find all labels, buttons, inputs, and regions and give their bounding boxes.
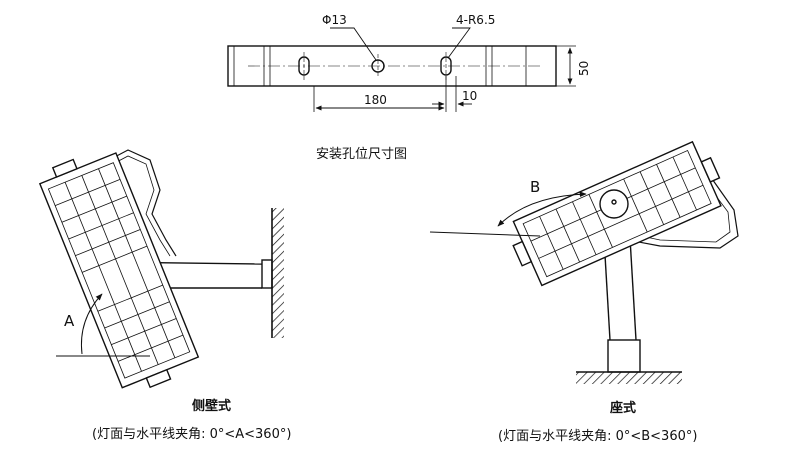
seat-mount-drawing <box>429 140 739 384</box>
hole-layout-caption: 安装孔位尺寸图 <box>316 147 407 162</box>
ground-hatch <box>576 372 682 384</box>
spacing-dimension-label: 180 <box>364 93 387 107</box>
height-dimension-label: 50 <box>577 61 591 76</box>
bracket-plate-drawing <box>227 27 576 112</box>
seat-mount-title: 座式 <box>609 400 636 416</box>
slot-dimension-label: 10 <box>462 89 477 103</box>
mounting-slot-right <box>440 56 452 76</box>
hole-diameter-label: Φ13 <box>322 13 347 27</box>
wall-mount-drawing <box>38 149 284 389</box>
angle-b-label: B <box>530 178 540 196</box>
mounting-slot-left <box>298 56 310 76</box>
angle-a-label: A <box>64 312 75 330</box>
wall-mount-title: 侧壁式 <box>192 398 231 414</box>
slot-spec-label: 4-R6.5 <box>456 13 495 27</box>
wall-lamp-body <box>38 152 200 389</box>
seat-mount-note: (灯面与水平线夹角: 0°<B<360°) <box>498 429 697 444</box>
wall-mount-note: (灯面与水平线夹角: 0°<A<360°) <box>92 427 291 442</box>
bracket-plate <box>227 45 557 87</box>
wall-hatch <box>272 208 284 338</box>
